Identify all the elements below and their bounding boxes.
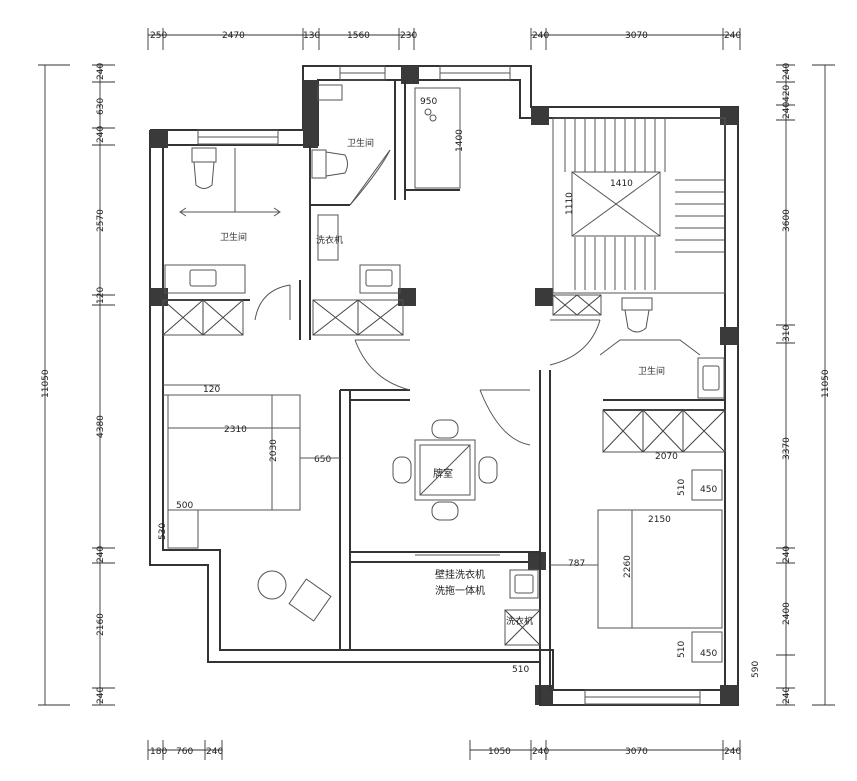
dim-left-240d: 240 [96, 687, 106, 704]
dim-450a: 450 [700, 485, 717, 495]
dim-top-3070: 3070 [625, 31, 648, 41]
washer-cabinet [504, 609, 541, 646]
dim-120: 120 [203, 385, 220, 395]
dim-1410: 1410 [610, 179, 633, 189]
dim-bottom-760: 760 [176, 747, 193, 757]
label-mop-machine: 洗拖一体机 [435, 584, 485, 597]
vanity-right [697, 357, 725, 399]
room-label-chess: 牌室 [433, 467, 453, 480]
dim-top-240a: 240 [532, 31, 549, 41]
cabinet-stair [552, 294, 602, 316]
bottom-dimension-line-left: 180 760 240 [147, 740, 223, 760]
toilet-left [191, 147, 217, 189]
dim-right-3370: 3370 [782, 437, 792, 460]
nightstands-right: 510 450 510 450 510 [512, 469, 723, 675]
top-dimension-line-right: 240 3070 240 [530, 28, 741, 50]
dim-right-240d: 240 [782, 687, 792, 704]
room-label-bath-right: 卫生间 [638, 365, 665, 377]
cabinet-left [162, 299, 244, 336]
dim-1400: 1400 [455, 129, 465, 152]
label-wall-washer: 壁挂洗衣机 [435, 568, 485, 581]
dim-bottom-240: 240 [206, 747, 223, 757]
bed-left: 2310 2030 650 120 [167, 385, 340, 511]
cabinet-center [312, 299, 404, 336]
dim-left-240b: 240 [96, 126, 106, 143]
dim-510c: 510 [512, 665, 529, 675]
shower-top: 950 1400 [414, 87, 465, 189]
dim-510a: 510 [677, 479, 687, 496]
room-label-bath-left: 卫生间 [220, 231, 247, 243]
dim-left-240c: 240 [96, 546, 106, 563]
dim-510b: 510 [677, 641, 687, 658]
interior-walls [163, 80, 725, 705]
label-washer-small: 洗衣机 [506, 615, 533, 627]
dim-950: 950 [420, 97, 437, 107]
dim-2070: 2070 [655, 452, 678, 462]
dim-bottom-1050: 1050 [488, 747, 511, 757]
dim-650: 650 [314, 455, 331, 465]
exterior-walls [149, 65, 739, 706]
bottom-dimension-line-right: 1050 240 3070 240 [469, 740, 741, 760]
dim-right-3600: 3600 [782, 209, 792, 232]
dim-right-590: 590 [751, 661, 761, 678]
bed-right: 2150 2260 787 2070 [550, 452, 723, 629]
dim-right-310: 310 [782, 325, 792, 342]
dim-bottom-240b: 240 [724, 747, 741, 757]
doors [254, 149, 601, 446]
dim-right-2400: 2400 [782, 602, 792, 625]
dim-450b: 450 [700, 649, 717, 659]
dim-right-240b: 240 [782, 102, 792, 119]
dim-right-240a: 240 [782, 63, 792, 80]
staircase: 1410 1110 [552, 117, 726, 294]
dim-2310: 2310 [224, 425, 247, 435]
dim-left-4380: 4380 [96, 415, 106, 438]
dim-500: 500 [176, 501, 193, 511]
stair-steps-right [675, 179, 725, 253]
dim-left-120: 120 [96, 287, 106, 304]
wardrobe-right [602, 409, 726, 453]
dim-right-420: 420 [782, 85, 792, 102]
dim-left-2570: 2570 [96, 209, 106, 232]
dim-bottom-180: 180 [150, 747, 167, 757]
dim-2150: 2150 [648, 515, 671, 525]
room-label-bath-center: 卫生间 [347, 137, 374, 149]
stair-steps-top [564, 118, 666, 172]
dim-2030: 2030 [269, 439, 279, 462]
dim-top-2470: 2470 [222, 31, 245, 41]
dim-left-2160: 2160 [96, 613, 106, 636]
room-label-washer: 洗衣机 [316, 234, 343, 246]
left-dimension-line: 240 630 240 2570 120 4380 240 2160 240 1… [38, 63, 115, 706]
dim-right-240c: 240 [782, 546, 792, 563]
right-dimension-line: 240 420 240 3600 310 3370 240 2400 590 2… [737, 63, 835, 706]
dim-bottom-3070: 3070 [625, 747, 648, 757]
laundry-appliances [415, 554, 539, 599]
dim-2260: 2260 [623, 555, 633, 578]
dim-top-250: 250 [150, 31, 167, 41]
dim-left-630: 630 [96, 98, 106, 115]
dim-530: 530 [158, 523, 168, 540]
shower-rail-arrow [179, 148, 281, 217]
toilet-center [311, 149, 348, 179]
dim-top-230: 230 [400, 31, 417, 41]
stair-steps-bottom [574, 237, 656, 290]
dim-bottom-240a: 240 [532, 747, 549, 757]
dim-left-total: 11050 [41, 369, 51, 398]
armchair [257, 570, 332, 622]
dim-787: 787 [568, 559, 585, 569]
structural-columns [150, 66, 738, 705]
vanity-left [164, 264, 246, 294]
washing-nook [317, 84, 343, 261]
chess-table [392, 419, 498, 521]
dim-top-130: 130 [303, 31, 320, 41]
dim-right-total: 11050 [821, 369, 831, 398]
toilet-right [621, 297, 653, 333]
dim-1110: 1110 [565, 192, 575, 215]
dim-top-1560: 1560 [347, 31, 370, 41]
dim-top-240b: 240 [724, 31, 741, 41]
nightstand-left: 500 530 [158, 501, 199, 549]
vanity-center [359, 264, 401, 294]
top-dimension-line-left: 250 2470 130 1560 230 [147, 28, 417, 50]
dim-left-240a: 240 [96, 63, 106, 80]
